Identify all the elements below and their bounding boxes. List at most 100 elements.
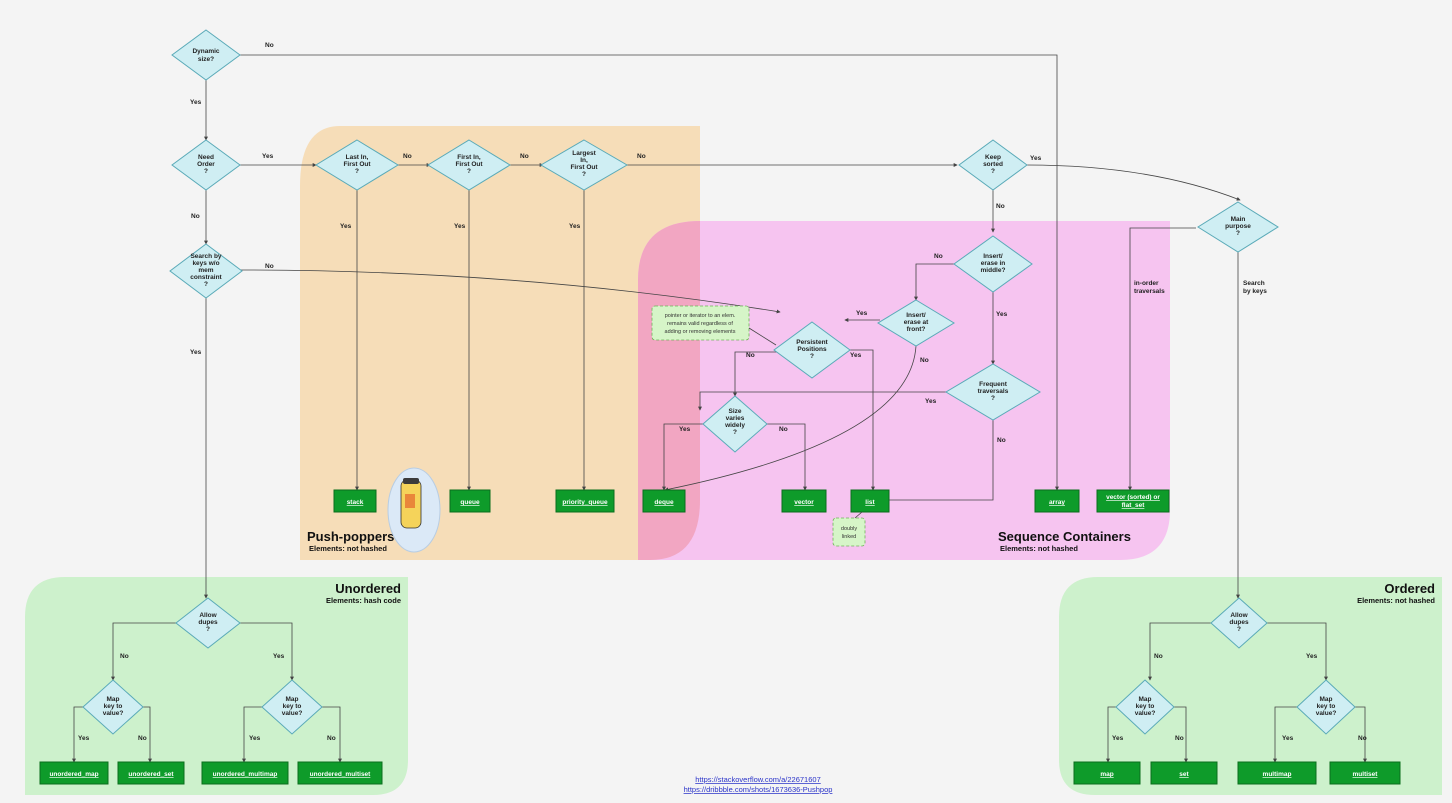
container-label[interactable]: unordered_map (49, 771, 98, 778)
container-label[interactable]: flat_set (1122, 502, 1146, 509)
container-queue[interactable]: queue (449, 489, 491, 513)
push-poppers-title: Push-poppers (307, 529, 394, 544)
container-label[interactable]: queue (460, 499, 480, 506)
decision-keep-sorted: Keep sorted ? (958, 139, 1028, 191)
push-poppers-subtitle: Elements: not hashed (309, 544, 387, 553)
decision-line: middle? (981, 267, 1006, 274)
decision-line: First In, (457, 154, 481, 161)
edge-label-yes: Yes (925, 398, 937, 405)
decision-line: keys w/o (192, 260, 219, 267)
edge-label-no: No (265, 42, 274, 49)
edge-label-yes: Yes (1030, 155, 1042, 162)
edge-label-no: No (1175, 735, 1184, 742)
link-dribbble[interactable]: https://dribbble.com/shots/1673636-Pushp… (684, 785, 833, 794)
decision-line: ? (991, 168, 995, 175)
edge-label-no: No (327, 735, 336, 742)
container-label[interactable]: multiset (1353, 771, 1379, 778)
edge-label-no: No (520, 153, 529, 160)
container-set[interactable]: set (1150, 761, 1218, 785)
note-line: pointer or iterator to an elem. (665, 313, 736, 319)
decision-line: Map (286, 696, 299, 703)
container-label[interactable]: unordered_multimap (213, 771, 278, 778)
decision-line: ? (991, 395, 995, 402)
decision-line: mem (198, 267, 213, 274)
decision-line: erase at (904, 319, 929, 326)
decision-line: Size (728, 408, 741, 415)
container-label[interactable]: vector (794, 499, 814, 506)
edge-label-yes: Yes (273, 653, 285, 660)
container-map[interactable]: map (1073, 761, 1141, 785)
edge-label-no: No (191, 213, 200, 220)
container-label[interactable]: unordered_set (128, 771, 174, 778)
edge-label-yes: Yes (850, 352, 862, 359)
edge-label-no: No (265, 263, 274, 270)
container-deque[interactable]: deque (642, 489, 686, 513)
decision-line: dupes (198, 619, 218, 626)
decision-line: First Out (343, 161, 371, 168)
container-label[interactable]: array (1049, 499, 1065, 506)
decision-line: Map (107, 696, 120, 703)
decision-line: value? (1135, 710, 1156, 717)
decision-line: ? (582, 171, 586, 178)
note-line: adding or removing elements (665, 329, 736, 335)
container-label[interactable]: vector (sorted) or (1106, 494, 1160, 501)
decision-lifo: Last In, First Out ? (315, 139, 399, 191)
decision-dynamic-size: Dynamic size? (171, 29, 241, 81)
container-array[interactable]: array (1034, 489, 1080, 513)
container-unordered-map[interactable]: unordered_map (39, 761, 109, 785)
container-vector[interactable]: vector (781, 489, 827, 513)
decision-ordered-map-no: Map key to value? (1115, 679, 1175, 735)
link-stackoverflow[interactable]: https://stackoverflow.com/a/22671607 (695, 775, 821, 784)
decision-line: constraint (190, 274, 222, 281)
container-unordered-multimap[interactable]: unordered_multimap (201, 761, 289, 785)
decision-line: value? (103, 710, 124, 717)
container-label[interactable]: stack (347, 499, 364, 506)
container-unordered-multiset[interactable]: unordered_multiset (297, 761, 383, 785)
decision-line: erase in (981, 260, 1006, 267)
container-label[interactable]: multimap (1263, 771, 1292, 778)
decision-line: ? (355, 168, 359, 175)
decision-line: Map (1139, 696, 1152, 703)
container-stack[interactable]: stack (333, 489, 377, 513)
edge-label-yes: Yes (996, 311, 1008, 318)
container-priority-queue[interactable]: priority_queue (555, 489, 615, 513)
edge-label-yes: Yes (190, 349, 202, 356)
note-line: doubly (841, 526, 857, 532)
decision-line: Frequent (979, 381, 1008, 388)
container-label[interactable]: list (865, 499, 875, 506)
decision-main-purpose: Main purpose ? (1197, 201, 1279, 253)
edge-label-no: No (403, 153, 412, 160)
decision-fifo: First In, First Out ? (427, 139, 511, 191)
container-label[interactable]: map (1100, 771, 1113, 778)
decision-line: Map (1320, 696, 1333, 703)
unordered-title: Unordered (335, 581, 401, 596)
decision-line: ? (206, 626, 210, 633)
decision-line: purpose (1225, 223, 1251, 230)
container-multimap[interactable]: multimap (1237, 761, 1317, 785)
container-label[interactable]: set (1179, 771, 1189, 778)
decision-line: ? (1236, 230, 1240, 237)
decision-line: traversals (978, 388, 1009, 395)
unordered-subtitle: Elements: hash code (326, 596, 401, 605)
edge-label-in-order-1: in-order (1134, 280, 1159, 287)
decision-line: ? (810, 353, 814, 360)
decision-line: varies (726, 415, 745, 422)
ordered-title: Ordered (1384, 581, 1435, 596)
container-label[interactable]: priority_queue (562, 499, 608, 506)
decision-line: Allow (1230, 612, 1248, 619)
container-unordered-set[interactable]: unordered_set (117, 761, 185, 785)
edge-label-no: No (1154, 653, 1163, 660)
container-label[interactable]: deque (654, 499, 674, 506)
decision-size-varies: Size varies widely ? (702, 395, 768, 453)
edge-label-no: No (637, 153, 646, 160)
container-label[interactable]: unordered_multiset (310, 771, 372, 778)
edge-labels: No Yes Yes No No Yes No No No Yes Yes Ye… (78, 42, 1367, 742)
decision-frequent-traversals: Frequent traversals ? (945, 363, 1041, 421)
container-list[interactable]: list (850, 489, 890, 513)
container-multiset[interactable]: multiset (1329, 761, 1401, 785)
note-line: remains valid regardless of (667, 321, 733, 327)
decision-line: Persistent (796, 339, 828, 346)
region-push-poppers (300, 126, 700, 560)
